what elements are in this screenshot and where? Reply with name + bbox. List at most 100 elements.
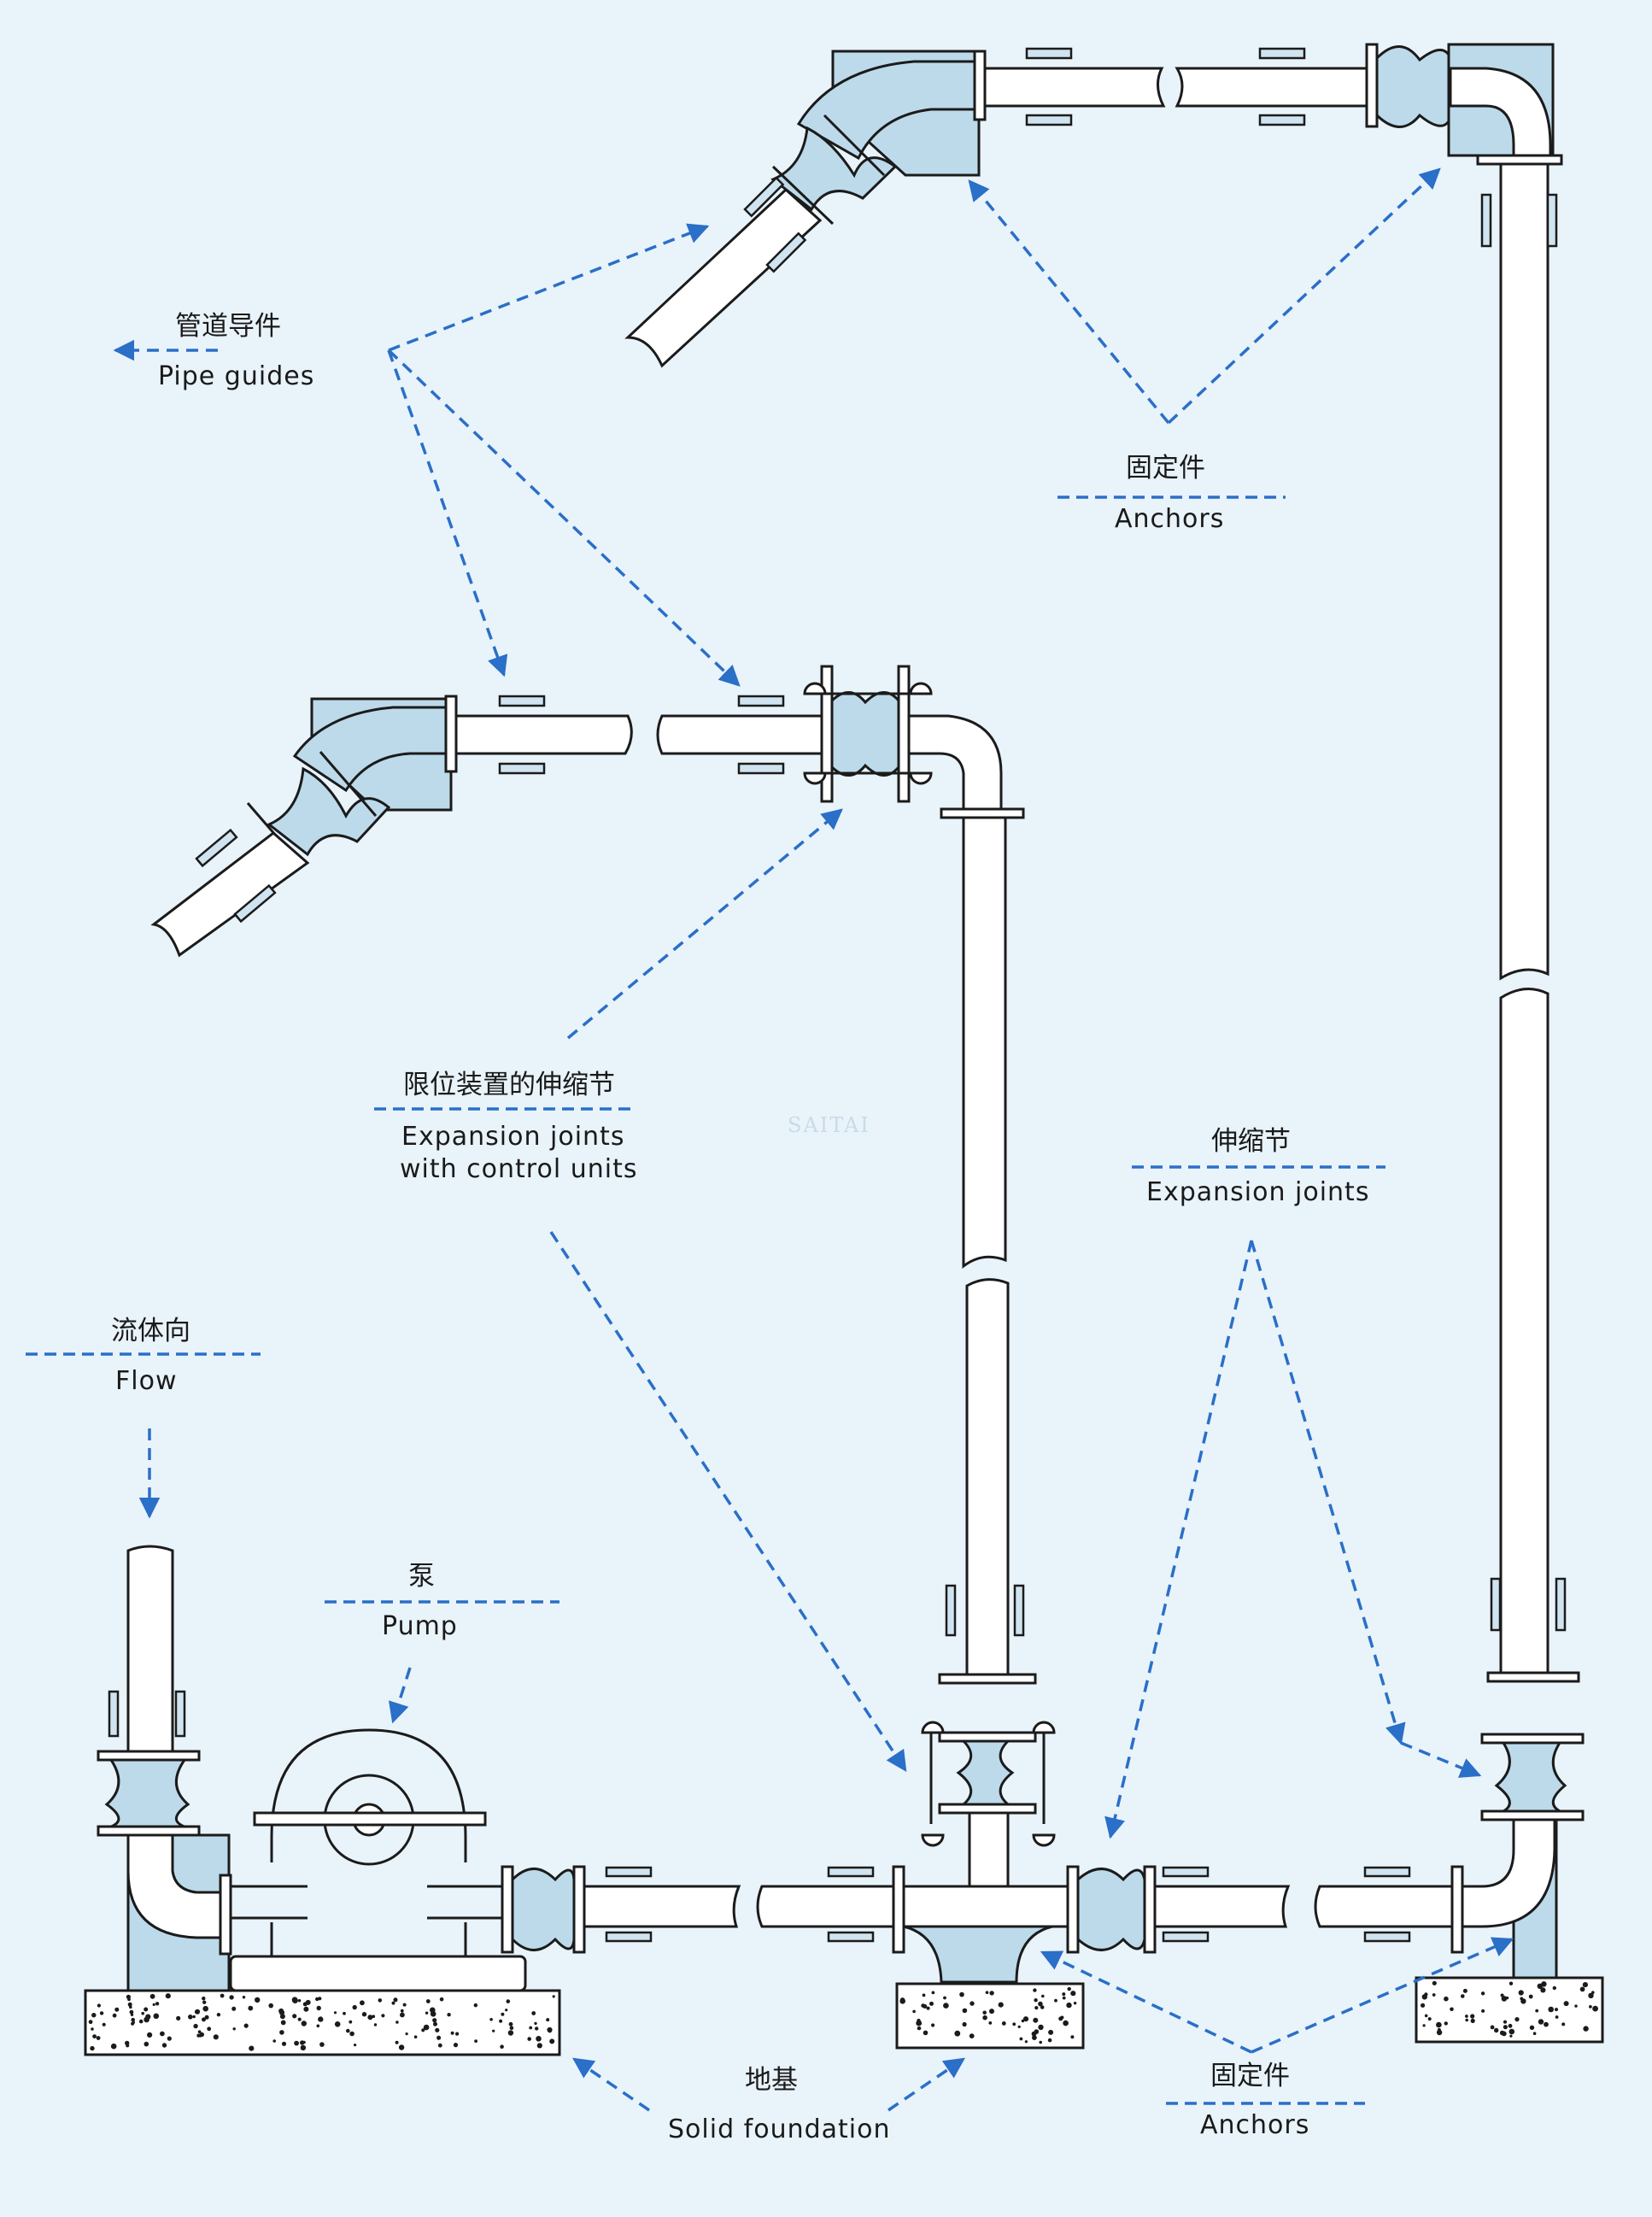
foundation-speck: [1518, 1990, 1524, 1996]
foundation-speck: [1444, 1996, 1449, 2002]
foundation-speck: [931, 2023, 935, 2027]
pipe-guide: [827, 1866, 875, 1878]
foundation-speck: [110, 2043, 117, 2050]
foundation-speck: [455, 2032, 460, 2036]
foundation-speck: [1501, 1996, 1508, 2002]
foundation-speck: [300, 2044, 307, 2051]
expansion-bellow: [511, 1868, 576, 1951]
foundation-speck: [423, 2024, 430, 2031]
foundation-speck: [943, 1996, 946, 2000]
foundation-speck: [378, 1998, 383, 2003]
pipe-middle-riser-lower: [965, 1278, 1010, 1680]
foundation-speck: [1021, 2019, 1025, 2023]
leader-lines: [113, 167, 1514, 2112]
pipe-guide: [1162, 1866, 1210, 1878]
pipe-guide: [1025, 47, 1073, 60]
foundation-speck: [153, 2013, 160, 2020]
foundation-speck: [1579, 1986, 1585, 1992]
foundation-speck: [130, 2013, 134, 2016]
leader-pipe-guides-3: [387, 349, 741, 687]
foundation-speck: [188, 2015, 193, 2020]
pipe-guide: [945, 1584, 957, 1637]
foundation-speck: [127, 1997, 131, 2002]
anchor-block-bottom-middle: [903, 1925, 1053, 1984]
pipe-guide: [737, 762, 785, 775]
foundation-speck: [144, 2041, 149, 2047]
pipe-right-riser-upper: [1499, 162, 1549, 981]
foundation-speck: [1427, 2017, 1432, 2021]
foundation-speck: [393, 1997, 398, 2003]
foundation-speck: [1039, 2040, 1042, 2044]
foundation-speck: [400, 2009, 404, 2013]
control-nut: [1032, 1833, 1056, 1847]
foundation-speck: [165, 1993, 171, 1999]
pipe-outlet-2: [756, 1885, 897, 1928]
foundation-speck: [400, 2012, 405, 2018]
foundation-speck: [1535, 2009, 1539, 2013]
foundation-speck: [1022, 2016, 1029, 2022]
foundation-speck: [141, 2011, 144, 2015]
foundation-speck: [1500, 1993, 1504, 1997]
foundation-speck: [145, 2014, 151, 2020]
foundation-speck: [1062, 1992, 1066, 1997]
control-nut: [909, 682, 933, 695]
pipe-outlet-3: [1153, 1885, 1291, 1928]
foundation-speck: [405, 2032, 408, 2036]
control-nut: [921, 1833, 945, 1847]
foundation-speck: [1514, 2017, 1520, 2022]
elbow-bottom-right: [1457, 1818, 1556, 1928]
foundation-speck: [1462, 1988, 1467, 1993]
top-elbow-assembly: [624, 47, 1166, 368]
foundation-speck: [425, 1999, 431, 2003]
leader-exp-joints-3: [1400, 1741, 1482, 1778]
foundation-speck: [1470, 2014, 1475, 2019]
foundation-speck: [1582, 1982, 1588, 1988]
pipe-top-diagonal: [624, 187, 823, 368]
watermark: SAITAI: [788, 1113, 870, 1137]
foundation-speck: [193, 2023, 198, 2029]
foundation-speck: [921, 2003, 926, 2009]
foundation-speck: [989, 2009, 994, 2015]
label-pipe-guides-en: Pipe guides: [158, 361, 314, 391]
pipe-guide: [1258, 114, 1306, 126]
foundation-speck: [1422, 2024, 1426, 2027]
foundation-speck: [1421, 1994, 1428, 2000]
foundation-speck: [92, 2034, 97, 2039]
foundation-speck: [1436, 2021, 1442, 2028]
elbow-middle: [292, 706, 453, 793]
foundation-speck: [1058, 2016, 1063, 2021]
foundation-speck: [1503, 2020, 1508, 2024]
foundation-speck: [281, 2041, 287, 2046]
foundation-speck: [255, 1997, 261, 2003]
elbow-top-right: [1449, 67, 1552, 161]
leader-foundation-1: [571, 2057, 650, 2112]
foundation-speck: [96, 2036, 101, 2040]
foundation-speck: [536, 2043, 542, 2049]
label-foundation-en: Solid foundation: [668, 2114, 890, 2144]
foundation-speck: [1048, 2029, 1054, 2035]
foundation-speck: [998, 2002, 1004, 2008]
foundation-speck: [280, 2020, 286, 2026]
leader-exp-joints-1: [1104, 1240, 1253, 1839]
foundation-speck: [985, 1991, 989, 1994]
foundation-speck: [926, 2006, 930, 2010]
middle-right-assembly: [656, 665, 1025, 1680]
foundation-speck: [923, 2030, 929, 2036]
foundation-speck: [395, 2021, 399, 2024]
control-nut: [803, 682, 827, 695]
foundation-speck: [381, 2014, 385, 2018]
leader-anchors-top-2: [1167, 167, 1441, 425]
foundation-speck: [982, 2015, 987, 2021]
label-anchors-top-en: Anchors: [1115, 504, 1224, 534]
label-foundation: 地基 Solid foundation: [668, 2065, 890, 2144]
foundation-speck: [1592, 2005, 1598, 2012]
flange: [938, 1673, 1037, 1685]
foundation-speck: [242, 1996, 246, 1999]
foundation-speck: [432, 2018, 437, 2023]
foundation-speck: [535, 2026, 539, 2031]
foundation-speck: [1424, 2014, 1428, 2018]
foundation-speck: [319, 2017, 324, 2022]
flange: [572, 1865, 586, 1954]
pipe-guide: [174, 1690, 186, 1738]
foundation-speck: [549, 2038, 555, 2044]
